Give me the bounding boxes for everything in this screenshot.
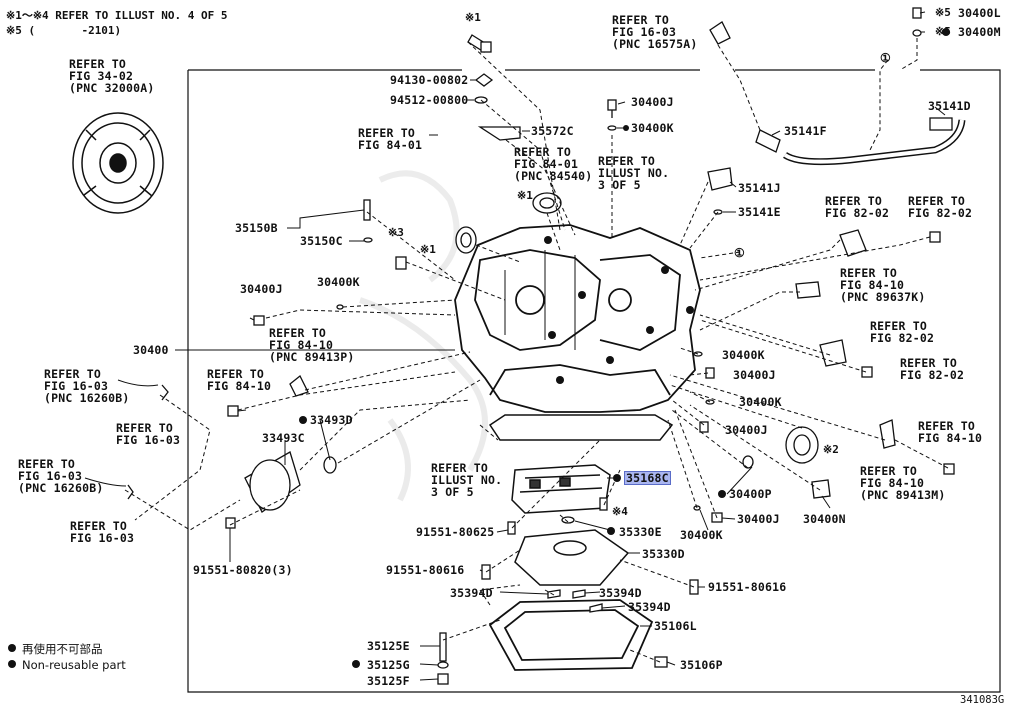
part-30400k[interactable]: 30400K (631, 121, 674, 135)
part-35125e[interactable]: 35125E (367, 639, 410, 653)
oil-pan-icon (488, 599, 654, 671)
ref-fig-82-02[interactable]: REFER TO FIG 82-02 (825, 194, 890, 220)
ref-fig-16-03-pnc[interactable]: REFER TO FIG 16-03 (PNC 16260B) (44, 367, 130, 405)
ref-fig-34-02[interactable]: REFER TO FIG 34-02 (PNC 32000A) (69, 57, 155, 95)
ref-fig-16-03[interactable]: REFER TO FIG 16-03 (116, 421, 181, 447)
part-94512-00800[interactable]: 94512-00800 (390, 93, 469, 107)
part-30400l[interactable]: 30400L (958, 6, 1001, 20)
mark-ref-1: ※1 (420, 243, 436, 256)
ref-fig-84-01[interactable]: REFER TO FIG 84-01 (358, 126, 423, 152)
part-91551-80820[interactable]: 91551-80820(3) (193, 563, 293, 577)
ref-fig-84-10-pnc[interactable]: REFER TO FIG 84-10 (PNC 89637K) (840, 266, 926, 304)
part-35141d[interactable]: 35141D (928, 99, 971, 113)
part-30400j[interactable]: 30400J (631, 95, 674, 109)
part-33493d[interactable]: 33493D (310, 413, 353, 427)
part-35125f[interactable]: 35125F (367, 674, 410, 688)
part-35125g[interactable]: 35125G (367, 658, 410, 672)
transaxle-case-icon (454, 224, 701, 413)
part-30400k[interactable]: 30400K (722, 348, 765, 362)
part-35572c[interactable]: 35572C (531, 124, 574, 138)
ref-fig-82-02[interactable]: REFER TO FIG 82-02 (870, 319, 935, 345)
circle-ref-1: ① (880, 51, 891, 65)
part-30400p[interactable]: 30400P (729, 487, 772, 501)
header-note-2: ※5 ( -2101) (6, 24, 122, 37)
part-35150b[interactable]: 35150B (235, 221, 278, 235)
mark-ref-5: ※5 (935, 6, 951, 19)
part-35330e[interactable]: 35330E (619, 525, 662, 539)
part-91551-80616[interactable]: 91551-80616 (386, 563, 465, 577)
part-91551-80616[interactable]: 91551-80616 (708, 580, 787, 594)
mark-ref-1: ※1 (465, 11, 481, 24)
part-35141j[interactable]: 35141J (738, 181, 781, 195)
ref-fig-84-01-pnc[interactable]: REFER TO FIG 84-01 (PNC 84540) (514, 145, 593, 183)
part-35106p[interactable]: 35106P (680, 658, 723, 672)
valve-body-icon (511, 464, 611, 514)
part-30400k[interactable]: 30400K (680, 528, 723, 542)
ref-illust-3-of-5[interactable]: REFER TO ILLUST NO. 3 OF 5 (598, 154, 670, 192)
illustration-code: 341083G (960, 694, 1005, 706)
circle-ref-1: ① (734, 246, 745, 260)
part-35141f[interactable]: 35141F (784, 124, 827, 138)
ref-fig-16-03-pnc[interactable]: REFER TO FIG 16-03 (PNC 16260B) (18, 457, 104, 495)
ref-fig-16-03-top[interactable]: REFER TO FIG 16-03 (PNC 16575A) (612, 13, 698, 51)
part-30400k[interactable]: 30400K (317, 275, 360, 289)
part-91551-80625[interactable]: 91551-80625 (416, 525, 495, 539)
ref-fig-16-03[interactable]: REFER TO FIG 16-03 (70, 519, 135, 545)
ref-fig-84-10-pnc[interactable]: REFER TO FIG 84-10 (PNC 89413M) (860, 464, 946, 502)
mark-ref-3: ※3 (388, 226, 404, 239)
part-30400j[interactable]: 30400J (733, 368, 776, 382)
part-35150c[interactable]: 35150C (300, 234, 343, 248)
mark-ref-4: ※4 (612, 505, 628, 518)
part-30400j[interactable]: 30400J (725, 423, 768, 437)
part-30400n[interactable]: 30400N (803, 512, 846, 526)
torque-converter-icon (72, 112, 164, 214)
part-35330d[interactable]: 35330D (642, 547, 685, 561)
part-30400[interactable]: 30400 (133, 343, 169, 357)
part-35394d[interactable]: 35394D (599, 586, 642, 600)
legend-item-en: Non-reusable part (22, 658, 126, 672)
part-35106l[interactable]: 35106L (654, 619, 697, 633)
part-35394d[interactable]: 35394D (628, 600, 671, 614)
mark-ref-2: ※2 (823, 443, 839, 456)
ref-fig-82-02[interactable]: REFER TO FIG 82-02 (900, 356, 965, 382)
part-30400m[interactable]: 30400M (958, 25, 1001, 39)
oil-strainer-icon (514, 529, 630, 586)
part-30400k[interactable]: 30400K (739, 395, 782, 409)
part-30400j[interactable]: 30400J (737, 512, 780, 526)
ref-fig-82-02[interactable]: REFER TO FIG 82-02 (908, 194, 973, 220)
ref-fig-84-10[interactable]: REFER TO FIG 84-10 (918, 419, 983, 445)
part-35141e[interactable]: 35141E (738, 205, 781, 219)
ref-fig-84-10-pnc[interactable]: REFER TO FIG 84-10 (PNC 89413P) (269, 326, 355, 364)
header-note-1: ※1～※4 REFER TO ILLUST NO. 4 OF 5 (6, 9, 228, 22)
mark-ref-1: ※1 (517, 189, 533, 202)
part-94130-00802[interactable]: 94130-00802 (390, 73, 469, 87)
ref-illust-3-of-5[interactable]: REFER TO ILLUST NO. 3 OF 5 (431, 461, 503, 499)
part-30400j[interactable]: 30400J (240, 282, 283, 296)
part-33493c[interactable]: 33493C (262, 431, 305, 445)
mark-ref-5: ※5 (935, 25, 951, 38)
ref-fig-84-10[interactable]: REFER TO FIG 84-10 (207, 367, 272, 393)
part-35394d[interactable]: 35394D (450, 586, 493, 600)
part-35168c-selected[interactable]: 35168C (624, 471, 671, 485)
legend-item-jp: 再使用不可部品 (22, 642, 103, 656)
